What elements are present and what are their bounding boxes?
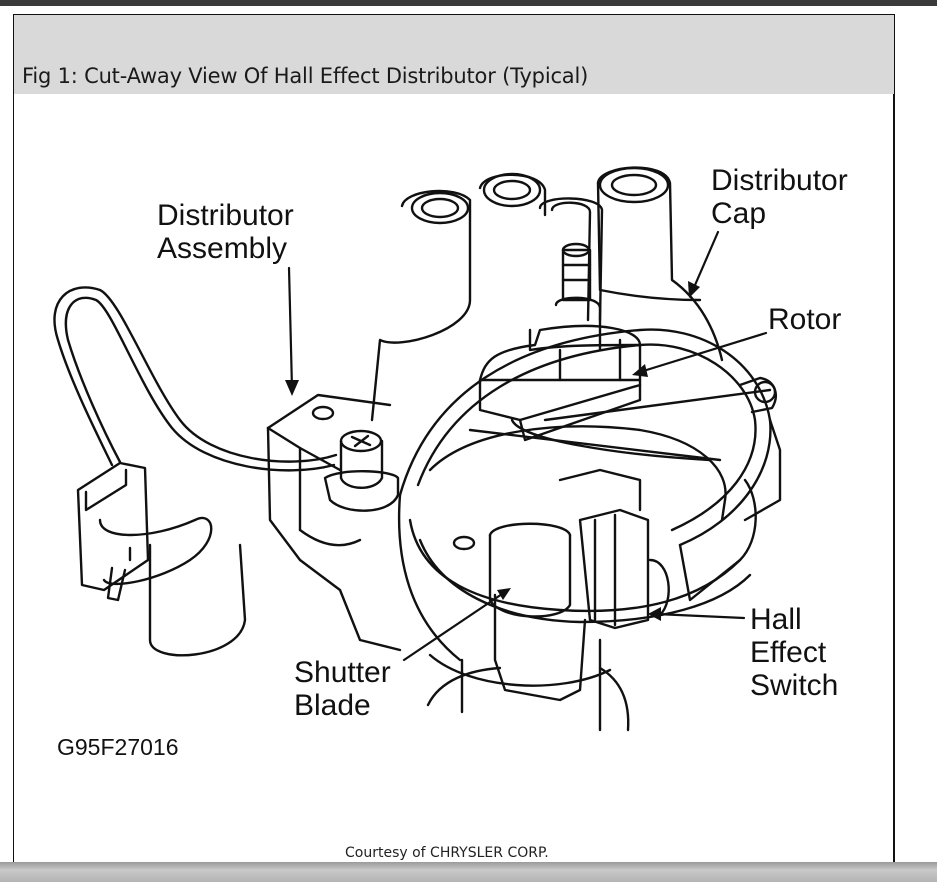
distributor-diagram: [53, 166, 782, 732]
window-top-bar: [0, 0, 937, 6]
lower-housing: [426, 638, 630, 732]
leader-lines: [287, 230, 768, 662]
figure-frame: [13, 14, 895, 874]
sensor-wire: [53, 286, 338, 467]
leader-rotor: [638, 331, 768, 374]
connector-plug: [76, 461, 247, 657]
label-hall-effect-switch: Hall Effect Switch: [750, 603, 839, 702]
leader-distributor-assembly: [287, 266, 294, 390]
housing: [397, 328, 782, 662]
label-shutter-blade: Shutter Blade: [294, 656, 391, 722]
courtesy-credit: Courtesy of CHRYSLER CORP.: [345, 845, 549, 861]
leader-shutter-blade: [402, 590, 507, 662]
figure-caption: Fig 1: Cut-Away View Of Hall Effect Dist…: [22, 64, 589, 88]
window-bottom-bar: [0, 862, 937, 882]
label-distributor-cap: Distributor Cap: [711, 164, 848, 230]
arrow-heads: [285, 281, 700, 621]
caption-bar: [14, 15, 894, 94]
label-distributor-assembly: Distributor Assembly: [157, 199, 294, 265]
figure-id: G95F27016: [57, 734, 179, 760]
leader-distributor-cap: [690, 230, 720, 294]
label-rotor: Rotor: [768, 303, 842, 336]
mounting-flange: [266, 393, 402, 652]
distributor-cap: [370, 166, 724, 422]
hold-down-bolt: [323, 429, 400, 512]
shutter-blade-cup: [452, 522, 587, 702]
sensor-wire-inner: [64, 296, 336, 472]
rotor-stem: [554, 242, 602, 352]
leader-hall-effect-switch: [654, 612, 746, 620]
hall-effect-switch-part: [558, 468, 670, 630]
